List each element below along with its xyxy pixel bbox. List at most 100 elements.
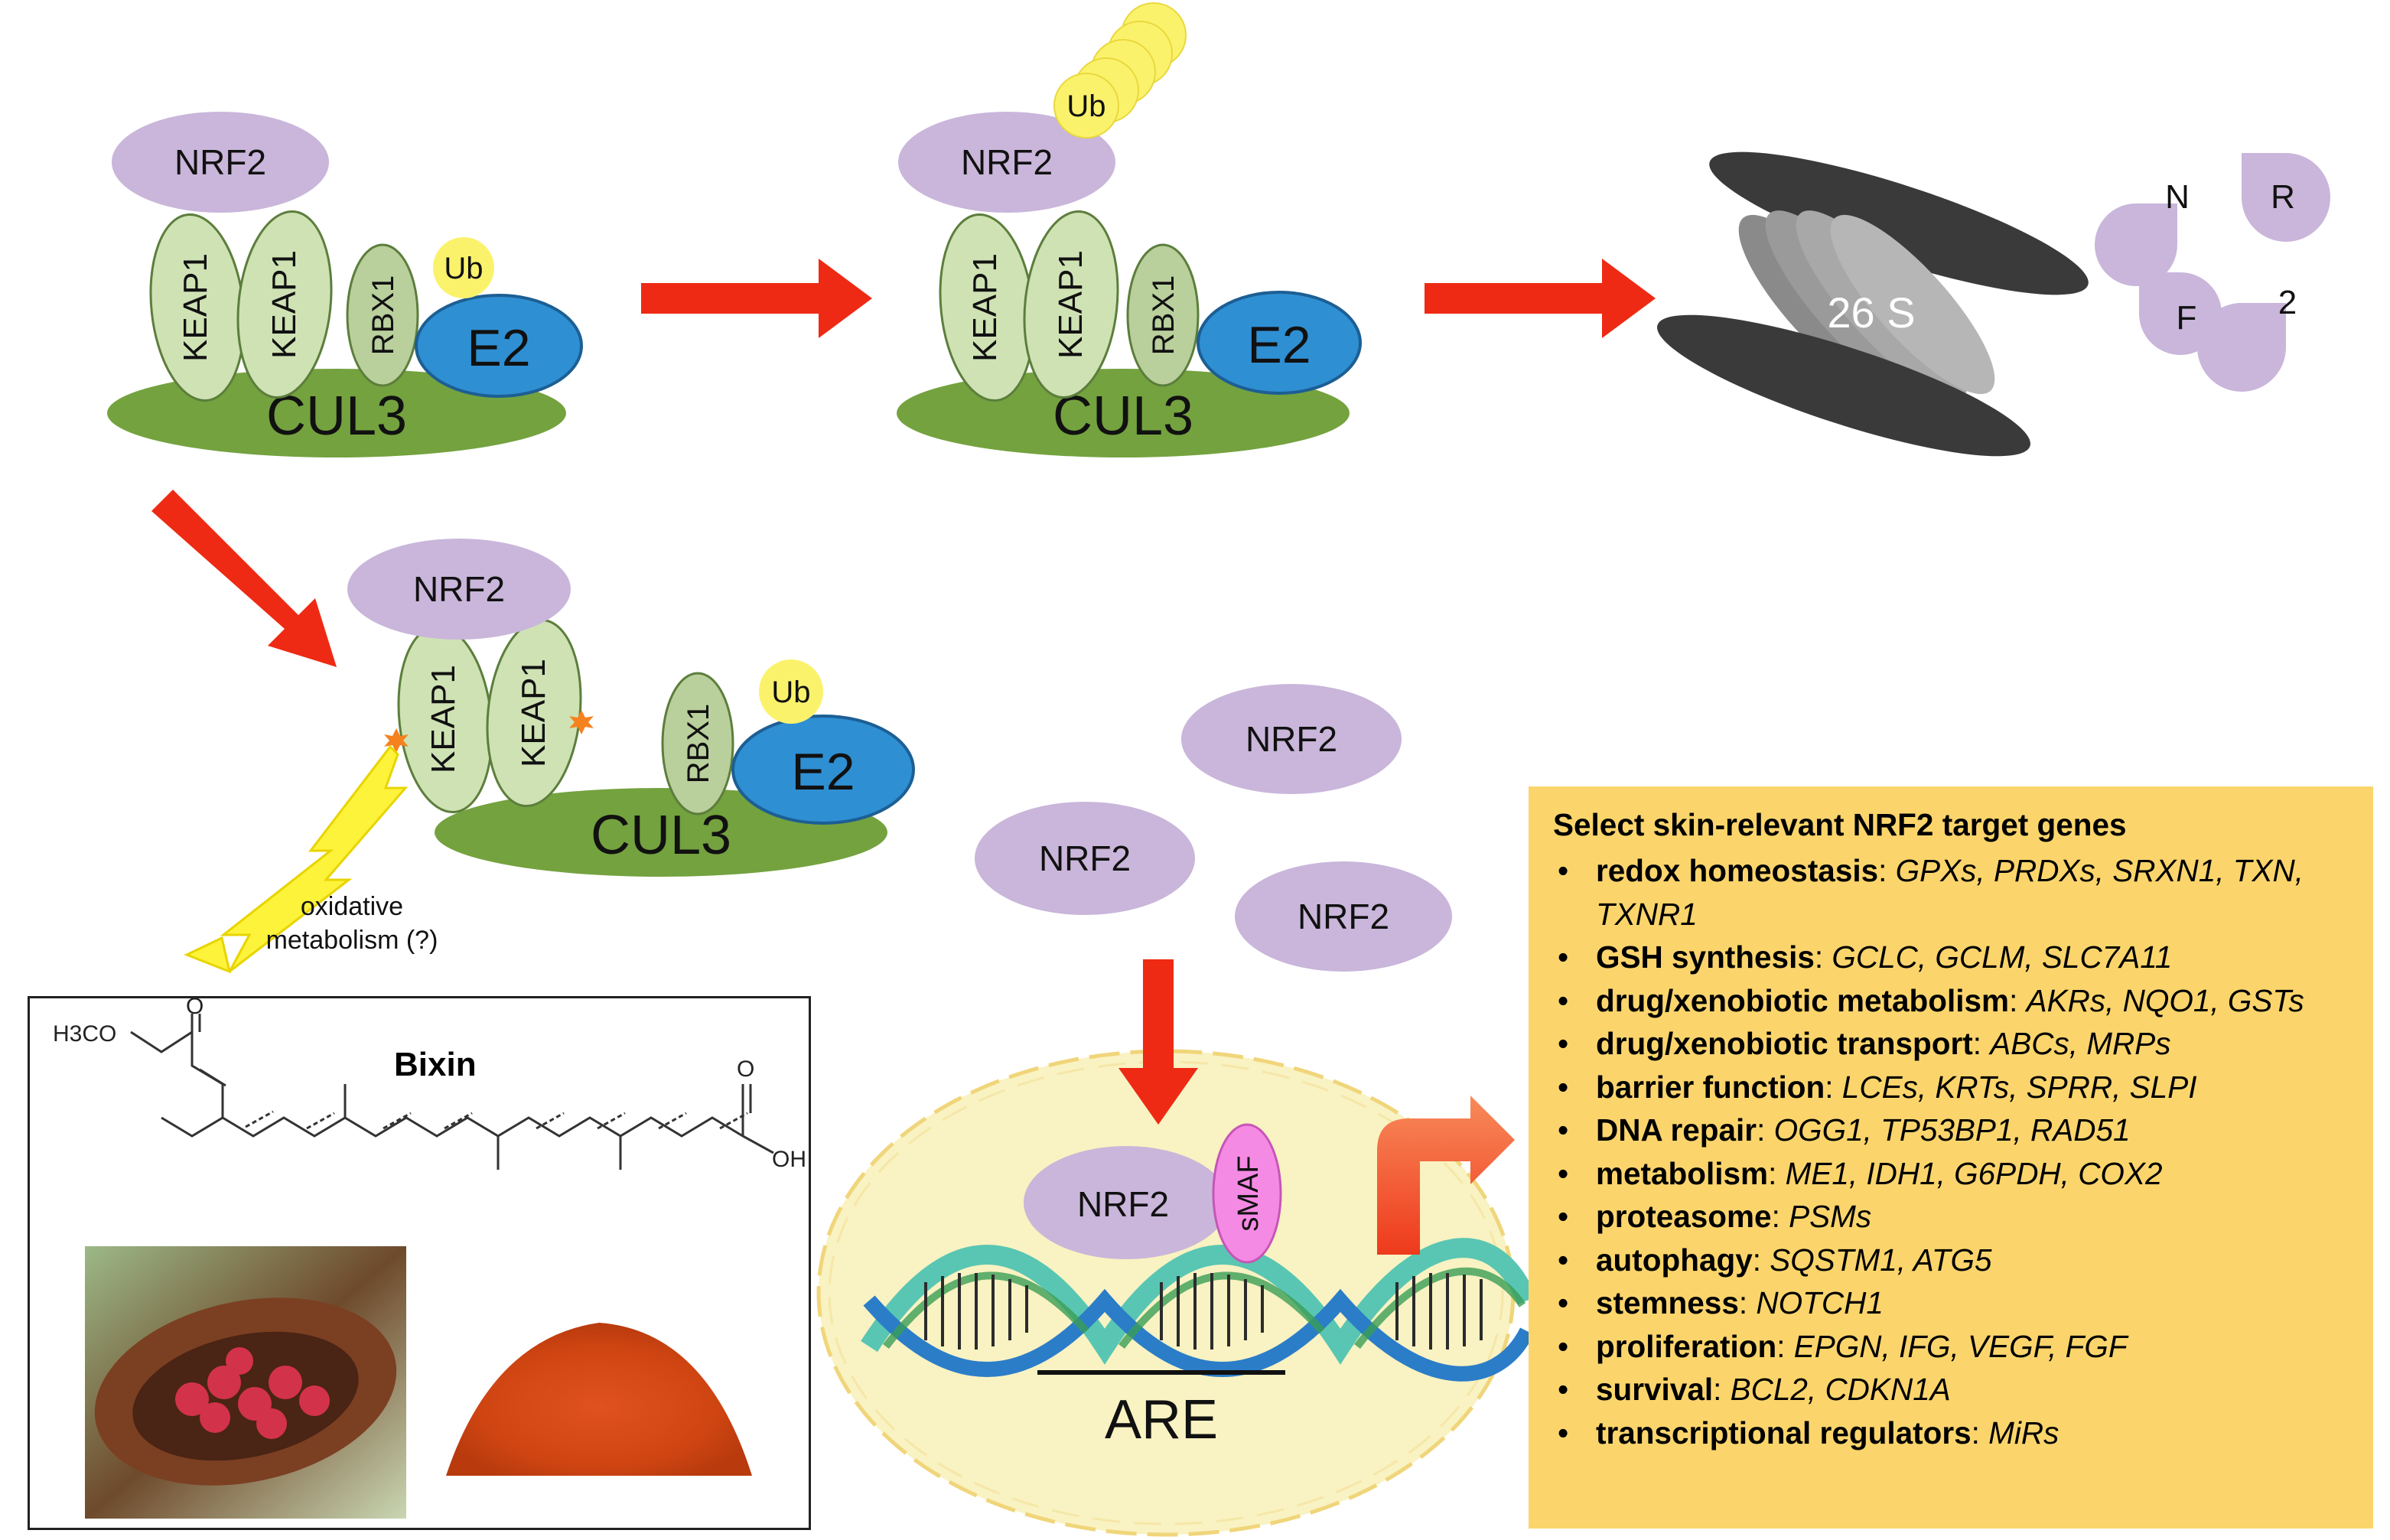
nrf2 (112, 112, 329, 213)
gene-names: NOTCH1 (1756, 1285, 1884, 1320)
target-genes-title: Select skin-relevant NRF2 target genes (1553, 807, 2127, 842)
free-nrf2-label: NRF2 (1298, 897, 1389, 936)
gene-category: drug/xenobiotic metabolism (1596, 982, 2010, 1018)
target-gene-item: autophagy: SQSTM1, ATG5 (1545, 1239, 2359, 1282)
carbonyl-o-label: O (186, 994, 204, 1019)
gene-names: BCL2, CDKN1A (1730, 1372, 1951, 1407)
e2-label: E2 (791, 743, 855, 801)
rbx1-label: RBX1 (682, 704, 715, 784)
rbx1 (346, 243, 419, 387)
target-gene-item: survival: BCL2, CDKN1A (1545, 1368, 2359, 1411)
rbx1-label: RBX1 (366, 275, 400, 356)
annatto-pod-photo (85, 1246, 406, 1519)
target-genes-list: redox homeostasis: GPXs, PRDXs, SRXN1, T… (1545, 849, 2359, 1454)
arrow-nuclear-translocation (1118, 959, 1198, 1125)
proteasome-26s: 26 S (1657, 151, 2089, 457)
keap1-b-label: KEAP1 (515, 659, 552, 767)
smaf (1212, 1123, 1282, 1264)
gene-names: SQSTM1, ATG5 (1770, 1242, 1992, 1278)
e2 (731, 715, 915, 825)
target-gene-item: metabolism: ME1, IDH1, G6PDH, COX2 (1545, 1152, 2359, 1196)
ester-group-label: H3CO (53, 1021, 117, 1047)
gene-names: LCEs, KRTs, SPRR, SLPI (1841, 1069, 2197, 1105)
free-nrf2 (1181, 684, 1402, 794)
target-gene-item: transcriptional regulators: MiRs (1545, 1411, 2359, 1455)
fragment-2 (2197, 303, 2286, 392)
e2-label: E2 (467, 319, 530, 377)
ub-label: Ub (1066, 90, 1105, 123)
gene-category: stemness (1596, 1285, 1739, 1320)
bound-nrf2 (1024, 1146, 1229, 1259)
e2 (415, 294, 583, 398)
gene-names: AKRs, NQO1, GSTs (2026, 982, 2304, 1018)
fragment-f-label: F (2177, 299, 2197, 337)
gene-category: proteasome (1596, 1199, 1772, 1234)
target-gene-item: DNA repair: OGG1, TP53BP1, RAD51 (1545, 1109, 2359, 1152)
keap1-a-label: KEAP1 (425, 665, 462, 773)
target-gene-item: proliferation: EPGN, IFG, VEGF, FGF (1545, 1325, 2359, 1369)
target-genes-panel: Select skin-relevant NRF2 target genes r… (1529, 786, 2373, 1529)
nrf2 (898, 112, 1115, 213)
gene-names: MiRs (1988, 1415, 2060, 1450)
smaf-label: sMAF (1232, 1155, 1265, 1231)
gene-category: drug/xenobiotic transport (1596, 1026, 1973, 1061)
complex-ubiquitinated: CUL3 KEAP1 KEAP1 RBX1 E2 NRF2 Ub (897, 2, 1362, 457)
modification-star-icon (384, 728, 409, 753)
free-nrf2-label: NRF2 (1245, 719, 1337, 759)
ub-label: Ub (444, 252, 483, 285)
gene-category: DNA repair (1596, 1112, 1757, 1148)
free-nrf2-label: NRF2 (1039, 838, 1131, 878)
target-gene-item: proteasome: PSMs (1545, 1195, 2359, 1239)
ubiquitin (759, 659, 823, 724)
keap1-b-label: KEAP1 (1052, 250, 1089, 359)
arrow-ubiquitination (641, 259, 872, 338)
gene-category: barrier function (1596, 1069, 1825, 1105)
e2 (1197, 291, 1362, 395)
gene-names: GPXs, PRDXs, SRXN1, TXN, TXNR1 (1596, 853, 2304, 932)
lightning-bolt-icon (184, 936, 232, 974)
fragment-n (2095, 203, 2177, 286)
proteasome-label: 26 S (1827, 288, 1915, 337)
bixin-title: Bixin (394, 1046, 477, 1083)
gene-category: metabolism (1596, 1155, 1769, 1191)
gene-category: autophagy (1596, 1242, 1753, 1278)
fragment-n-label: N (2165, 178, 2190, 216)
acid-o-label: O (737, 1057, 755, 1082)
oxidative-label-line2: metabolism (?) (266, 926, 438, 955)
gene-names: ABCs, MRPs (1990, 1026, 2171, 1061)
ubiquitin (433, 237, 494, 298)
bixin-powder-photo (431, 1246, 767, 1519)
cul3-label: CUL3 (591, 805, 731, 866)
bixin-panel: H3CO O O OH Bixin (28, 994, 811, 1530)
keap1-a-label: KEAP1 (177, 253, 214, 362)
fragment-r-label: R (2271, 178, 2295, 216)
nrf2-label: NRF2 (413, 569, 505, 609)
nrf2-label: NRF2 (174, 142, 266, 182)
bixin-structure (130, 1014, 774, 1170)
free-nrf2 (1235, 861, 1452, 972)
acid-oh-label: OH (772, 1147, 806, 1172)
gene-names: ME1, IDH1, G6PDH, COX2 (1785, 1155, 2163, 1191)
target-gene-item: drug/xenobiotic transport: ABCs, MRPs (1545, 1022, 2359, 1066)
rbx1-label: RBX1 (1147, 275, 1180, 356)
target-gene-item: redox homeostasis: GPXs, PRDXs, SRXN1, T… (1545, 849, 2359, 936)
gene-names: PSMs (1789, 1199, 1872, 1234)
ubiquitin (1053, 73, 1119, 138)
rbx1 (661, 672, 734, 816)
transcription-arrow (1377, 1096, 1515, 1255)
rbx1 (1126, 243, 1200, 387)
gene-names: OGG1, TP53BP1, RAD51 (1773, 1112, 2131, 1148)
gene-names: EPGN, IFG, VEGF, FGF (1793, 1328, 2128, 1364)
gene-category: transcriptional regulators (1596, 1415, 1972, 1450)
keap1-b (1023, 210, 1119, 399)
arrow-degradation (1425, 259, 1656, 338)
fragment-r (2242, 153, 2330, 242)
oxidative-label: oxidative (301, 892, 403, 921)
target-gene-item: drug/xenobiotic metabolism: AKRs, NQO1, … (1545, 979, 2359, 1023)
cul3-label: CUL3 (266, 386, 407, 447)
keap1-b-label: KEAP1 (265, 250, 303, 359)
target-gene-item: GSH synthesis: GCLC, GCLM, SLC7A11 (1545, 936, 2359, 979)
target-gene-item: barrier function: LCEs, KRTs, SPRR, SLPI (1545, 1066, 2359, 1109)
cul3-label: CUL3 (1053, 386, 1193, 447)
